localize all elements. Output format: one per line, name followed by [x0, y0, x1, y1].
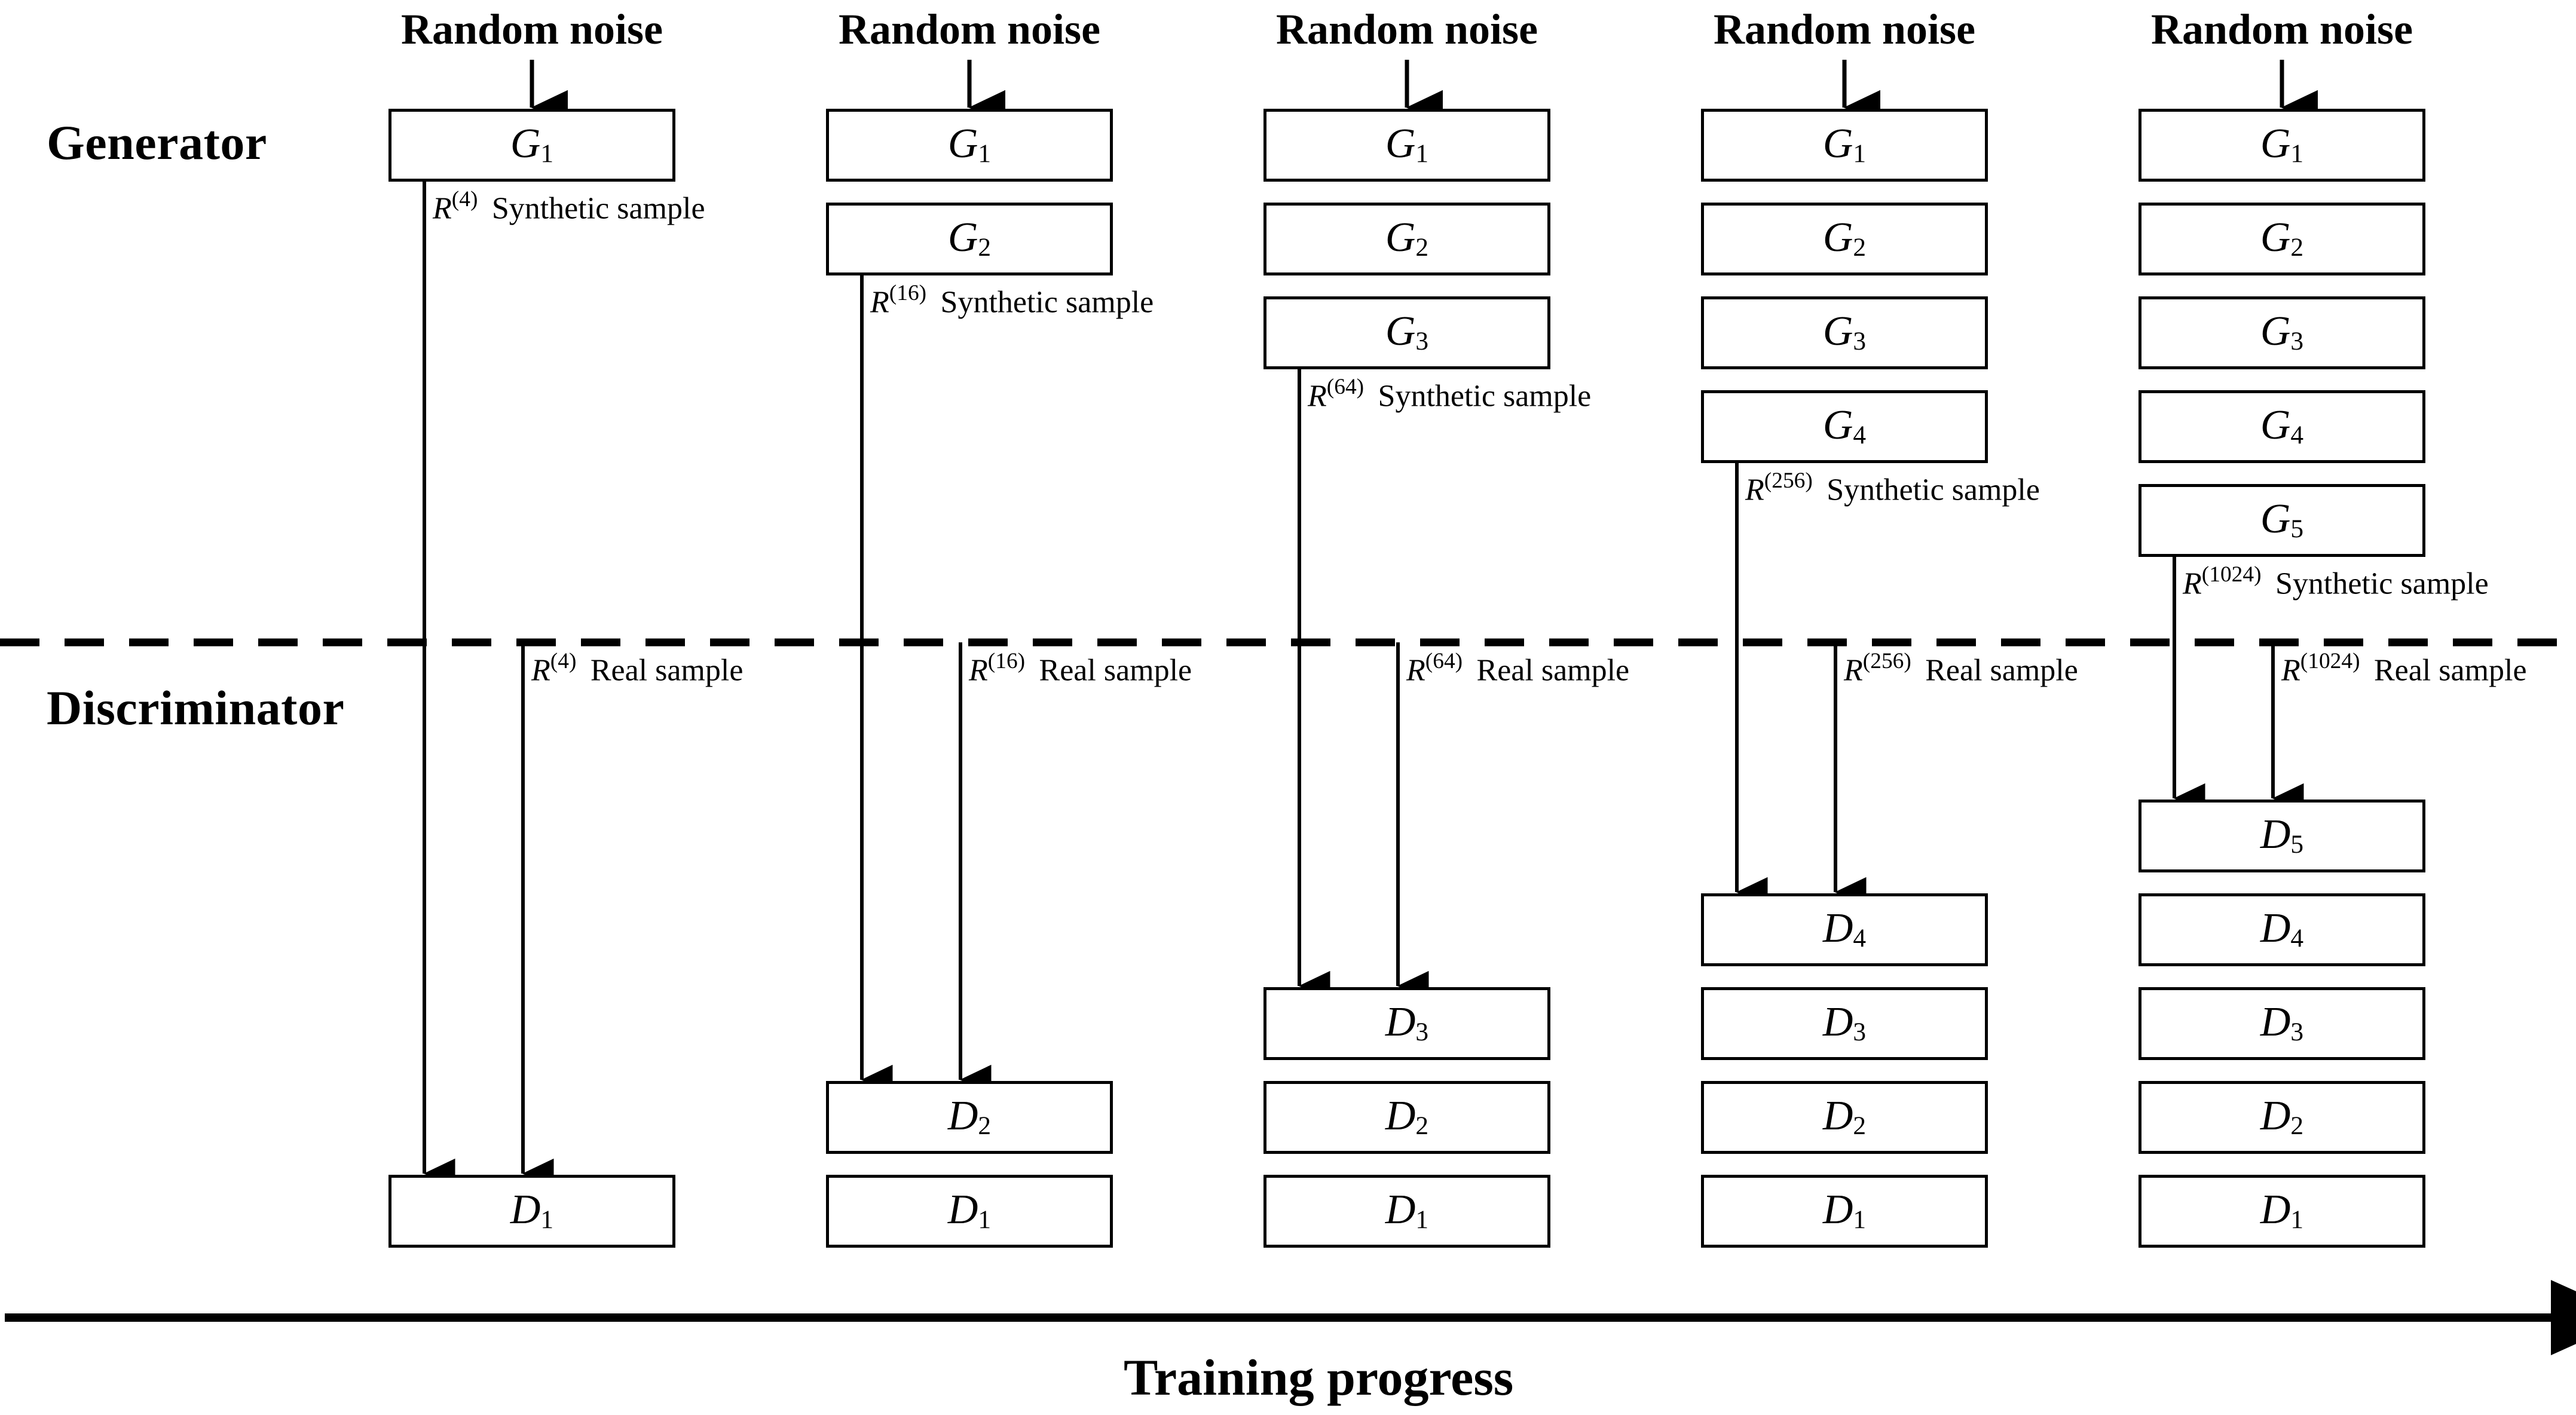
generator-box-3-1[interactable]: G1: [1263, 109, 1550, 182]
generator-box-label: G3: [1385, 308, 1429, 356]
synthetic-sample-label-1: R(4) Synthetic sample: [433, 187, 705, 226]
discriminator-box-label: D2: [2260, 1093, 2304, 1141]
discriminator-box-label: D1: [1385, 1187, 1429, 1235]
random-noise-label-5: Random noise: [2150, 5, 2413, 53]
flow-arrows: [423, 60, 2318, 1189]
discriminator-box-label: D5: [2260, 811, 2304, 859]
discriminator-box-label: D1: [2260, 1187, 2304, 1235]
discriminator-box-2-2[interactable]: D2: [826, 1081, 1113, 1154]
generator-box-label: G2: [1385, 215, 1429, 262]
generator-box-4-1[interactable]: G1: [1701, 109, 1988, 182]
generator-box-label: G2: [2260, 215, 2304, 262]
discriminator-box-label: D1: [510, 1187, 554, 1235]
random-noise-label-2: Random noise: [838, 5, 1101, 53]
generator-box-4-4[interactable]: G4: [1701, 390, 1988, 463]
generator-box-4-3[interactable]: G3: [1701, 296, 1988, 369]
synthetic-sample-label-2: R(16) Synthetic sample: [870, 281, 1154, 320]
generator-box-label: G4: [1822, 402, 1867, 450]
real-sample-label-5: R(1024) Real sample: [2281, 649, 2527, 688]
random-noise-label-3: Random noise: [1275, 5, 1538, 53]
generator-box-label: G3: [1822, 308, 1867, 356]
generator-box-2-2[interactable]: G2: [826, 203, 1113, 275]
generator-box-label: G1: [1385, 121, 1429, 169]
generator-box-4-2[interactable]: G2: [1701, 203, 1988, 275]
generator-box-label: G2: [1822, 215, 1867, 262]
generator-box-3-3[interactable]: G3: [1263, 296, 1550, 369]
discriminator-box-1-1[interactable]: D1: [388, 1175, 675, 1248]
real-sample-label-4: R(256) Real sample: [1844, 649, 2078, 688]
discriminator-box-label: D2: [1385, 1093, 1429, 1141]
generator-box-5-4[interactable]: G4: [2138, 390, 2425, 463]
discriminator-row-label: Discriminator: [47, 681, 345, 735]
generator-box-5-5[interactable]: G5: [2138, 484, 2425, 557]
generator-box-label: G3: [2260, 308, 2304, 356]
discriminator-box-5-1[interactable]: D1: [2138, 1175, 2425, 1248]
generator-box-label: G1: [947, 121, 992, 169]
training-progress-label: Training progress: [1124, 1349, 1514, 1406]
generator-box-label: G1: [1822, 121, 1867, 169]
discriminator-box-label: D1: [1822, 1187, 1867, 1235]
random-noise-label-1: Random noise: [400, 5, 663, 53]
discriminator-box-5-2[interactable]: D2: [2138, 1081, 2425, 1154]
discriminator-box-4-2[interactable]: D2: [1701, 1081, 1988, 1154]
discriminator-box-2-1[interactable]: D1: [826, 1175, 1113, 1248]
synthetic-sample-label-5: R(1024) Synthetic sample: [2183, 562, 2489, 601]
generator-box-label: G5: [2260, 496, 2304, 544]
discriminator-box-label: D2: [1822, 1093, 1867, 1141]
generator-row-label: Generator: [47, 115, 267, 170]
generator-box-2-1[interactable]: G1: [826, 109, 1113, 182]
real-sample-label-3: R(64) Real sample: [1406, 649, 1630, 688]
discriminator-box-5-4[interactable]: D4: [2138, 893, 2425, 966]
discriminator-box-label: D3: [1822, 999, 1867, 1047]
synthetic-sample-label-3: R(64) Synthetic sample: [1308, 375, 1592, 414]
discriminator-box-3-1[interactable]: D1: [1263, 1175, 1550, 1248]
generator-box-label: G1: [510, 121, 554, 169]
discriminator-box-5-3[interactable]: D3: [2138, 987, 2425, 1060]
discriminator-box-4-4[interactable]: D4: [1701, 893, 1988, 966]
generator-box-label: G4: [2260, 402, 2304, 450]
discriminator-box-3-3[interactable]: D3: [1263, 987, 1550, 1060]
generator-box-5-2[interactable]: G2: [2138, 203, 2425, 275]
synthetic-sample-label-4: R(256) Synthetic sample: [1745, 468, 2040, 507]
random-noise-label-4: Random noise: [1713, 5, 1976, 53]
generator-box-label: G1: [2260, 121, 2304, 169]
discriminator-box-label: D4: [1822, 905, 1867, 953]
discriminator-box-label: D3: [2260, 999, 2304, 1047]
generator-box-5-3[interactable]: G3: [2138, 296, 2425, 369]
discriminator-box-label: D4: [2260, 905, 2304, 953]
discriminator-box-4-3[interactable]: D3: [1701, 987, 1988, 1060]
generator-box-1-1[interactable]: G1: [388, 109, 675, 182]
discriminator-box-5-5[interactable]: D5: [2138, 800, 2425, 872]
real-sample-label-2: R(16) Real sample: [969, 649, 1192, 688]
generator-box-label: G2: [947, 215, 992, 262]
discriminator-box-3-2[interactable]: D2: [1263, 1081, 1550, 1154]
real-sample-label-1: R(4) Real sample: [531, 649, 744, 688]
generator-box-3-2[interactable]: G2: [1263, 203, 1550, 275]
discriminator-box-label: D2: [947, 1093, 992, 1141]
generator-box-5-1[interactable]: G1: [2138, 109, 2425, 182]
discriminator-box-label: D3: [1385, 999, 1429, 1047]
discriminator-box-label: D1: [947, 1187, 992, 1235]
discriminator-box-4-1[interactable]: D1: [1701, 1175, 1988, 1248]
